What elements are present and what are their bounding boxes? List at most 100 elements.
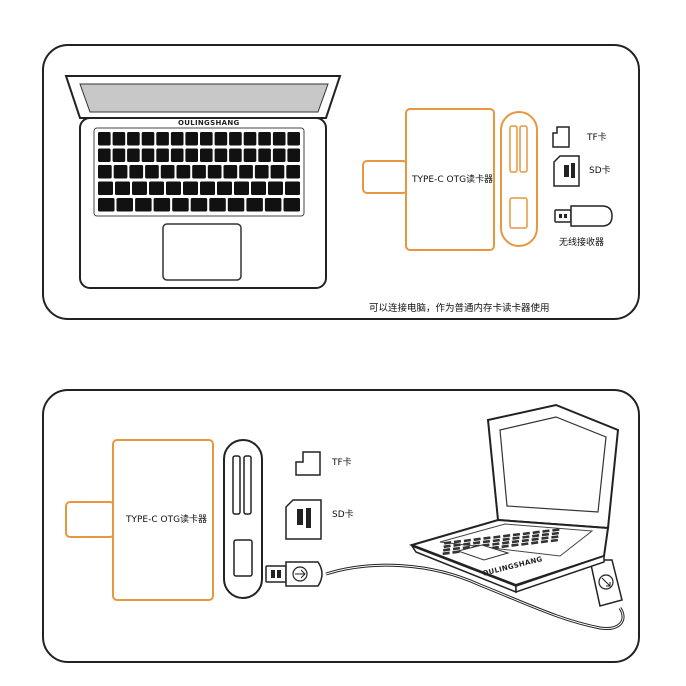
top-tf-label: TF卡 <box>587 133 607 143</box>
keyboard-key <box>135 198 152 212</box>
keyboard-key <box>176 165 191 179</box>
keyboard-key <box>473 541 481 545</box>
keyboard-key <box>251 181 266 195</box>
keyboard-key <box>493 535 501 539</box>
top-sd-label: SD卡 <box>589 166 611 176</box>
keyboard-key <box>258 132 271 146</box>
keyboard <box>98 132 300 212</box>
keyboard-key <box>227 198 245 212</box>
top-laptop-brand: OULINGSHANG <box>178 119 240 127</box>
keyboard-key <box>268 181 283 195</box>
keyboard-key <box>149 181 164 195</box>
keyboard-key <box>145 165 159 179</box>
keyboard-key <box>160 165 175 179</box>
keyboard-key <box>153 198 171 212</box>
top-reader-label: TYPE-C OTG读卡器 <box>412 175 494 185</box>
keyboard-key <box>185 148 198 162</box>
keyboard-key <box>542 529 550 533</box>
keyboard-key <box>127 132 140 146</box>
keyboard-key <box>214 132 228 146</box>
keyboard-key <box>112 148 126 162</box>
top-card-reader <box>362 108 538 251</box>
keyboard-key <box>98 148 111 162</box>
keyboard-key <box>463 538 471 543</box>
keyboard-key <box>243 148 257 162</box>
top-caption: 可以连接电脑，作为普通内存卡读卡器使用 <box>369 303 550 314</box>
keyboard-key <box>264 198 282 212</box>
keyboard-key <box>200 132 213 146</box>
keyboard-key <box>192 165 206 179</box>
top-laptop <box>64 75 342 289</box>
keyboard-key <box>511 539 520 544</box>
keyboard-key <box>286 165 300 179</box>
keyboard-key <box>272 132 286 146</box>
keyboard-key <box>503 534 511 538</box>
keyboard-key <box>283 198 300 212</box>
sd-card-icon <box>553 155 580 187</box>
keyboard-key <box>522 531 530 536</box>
keyboard-key <box>453 543 461 547</box>
keyboard-key <box>552 528 560 532</box>
keyboard-key <box>185 132 198 146</box>
keyboard-key <box>156 148 169 162</box>
keyboard-key <box>207 165 222 179</box>
usb-cable <box>265 559 625 630</box>
keyboard-key <box>540 539 549 544</box>
keyboard-key <box>502 537 510 542</box>
keyboard-key <box>229 148 242 162</box>
keyboard-key <box>229 132 242 146</box>
keyboard-key <box>132 181 147 195</box>
keyboard-key <box>532 530 540 535</box>
keyboard-key <box>243 132 257 146</box>
keyboard-key <box>98 198 115 212</box>
keyboard-key <box>170 132 184 146</box>
keyboard-key <box>551 531 559 536</box>
keyboard-key <box>141 132 155 146</box>
keyboard-bottom <box>442 528 560 556</box>
keyboard-key <box>209 198 226 212</box>
keyboard-key <box>270 165 285 179</box>
top-receiver-label: 无线接收器 <box>559 238 605 248</box>
keyboard-key <box>141 148 155 162</box>
keyboard-key <box>285 181 300 195</box>
keyboard-key <box>239 165 253 179</box>
keyboard-key <box>531 537 539 542</box>
keyboard-key <box>501 541 510 545</box>
keyboard-key <box>166 181 181 195</box>
bottom-laptop <box>408 403 620 594</box>
keyboard-key <box>522 535 530 539</box>
keyboard-key <box>115 181 130 195</box>
keyboard-key <box>453 539 462 544</box>
bottom-sd-label: SD卡 <box>332 510 354 520</box>
keyboard-key <box>444 541 452 545</box>
keyboard-key <box>512 536 520 540</box>
keyboard-key <box>452 546 461 551</box>
keyboard-key <box>98 132 111 146</box>
keyboard-key <box>532 534 540 538</box>
keyboard-key <box>473 537 481 542</box>
keyboard-key <box>200 148 213 162</box>
keyboard-key <box>183 181 198 195</box>
keyboard-key <box>521 542 529 546</box>
keyboard-key <box>112 132 126 146</box>
keyboard-key <box>550 538 558 543</box>
keyboard-key <box>258 148 271 162</box>
keyboard-key <box>156 132 169 146</box>
keyboard-key <box>116 198 133 212</box>
wireless-receiver-icon <box>554 205 613 227</box>
keyboard-key <box>170 148 184 162</box>
keyboard-key <box>113 165 128 179</box>
keyboard-key <box>223 165 238 179</box>
keyboard-key <box>551 535 559 539</box>
keyboard-key <box>129 165 144 179</box>
tf-card-icon <box>552 126 570 148</box>
bottom-card-reader <box>65 439 263 601</box>
keyboard-key <box>190 198 208 212</box>
keyboard-key <box>214 148 228 162</box>
tf-card-icon-bottom <box>295 451 321 476</box>
keyboard-key <box>287 132 300 146</box>
keyboard-key <box>541 532 550 537</box>
keyboard-key <box>200 181 215 195</box>
keyboard-key <box>521 538 529 543</box>
